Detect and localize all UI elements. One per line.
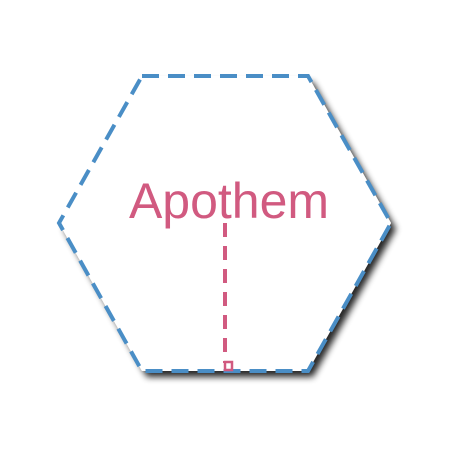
right-angle-marker — [223, 360, 234, 372]
apothem-label: Apothem — [129, 173, 329, 229]
hexagon-dashed-outline — [56, 74, 394, 373]
